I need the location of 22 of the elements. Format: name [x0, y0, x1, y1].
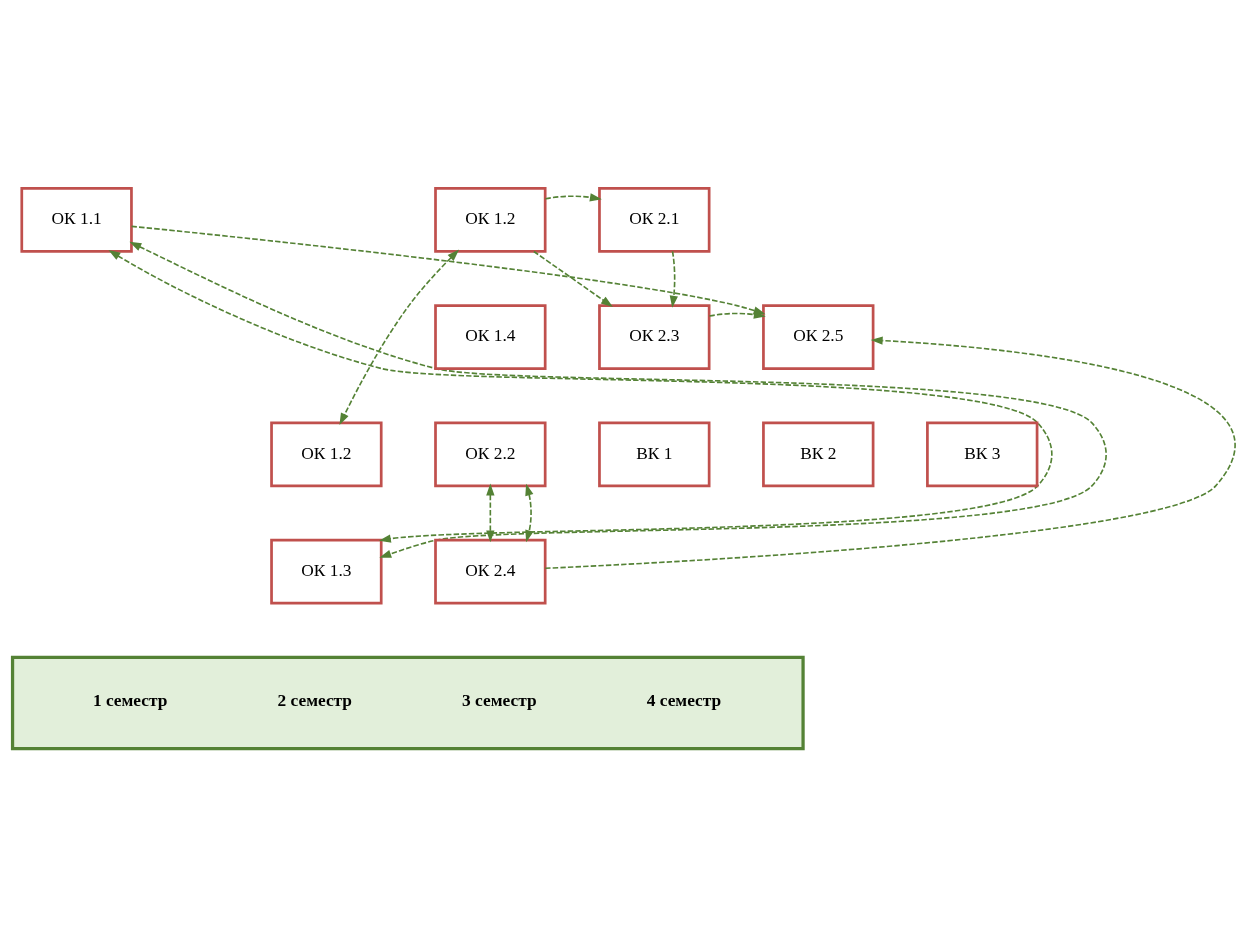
- node-box: ВК 3: [926, 421, 1039, 488]
- arrow: [544, 336, 1236, 570]
- node-box: ВК 1: [598, 421, 711, 488]
- node-box: ОК 2.1: [598, 187, 711, 253]
- node-box: ОК 2.4: [434, 538, 547, 605]
- node-box: ОК 1.4: [434, 304, 547, 370]
- arrow: [544, 193, 602, 202]
- node-box: 1 семестр 2 семестр 3 семестр 4 семестр: [10, 655, 805, 751]
- arrow: [486, 483, 495, 543]
- node-box: ВК 2: [762, 421, 875, 488]
- node-box: ОК 1.2: [434, 187, 547, 253]
- arrow: [339, 249, 460, 425]
- node-box: ОК 1.1: [20, 187, 133, 253]
- arrow: [708, 310, 766, 319]
- node-box: ОК 2.3: [598, 304, 711, 370]
- arrow: [525, 483, 534, 543]
- node-box: ОК 1.2: [270, 421, 383, 488]
- node-box: ОК 1.3: [270, 538, 383, 605]
- node-box: ОК 2.2: [434, 421, 547, 488]
- node-box: ОК 2.5: [762, 304, 875, 370]
- arrow: [533, 250, 613, 307]
- arrow: [669, 250, 678, 308]
